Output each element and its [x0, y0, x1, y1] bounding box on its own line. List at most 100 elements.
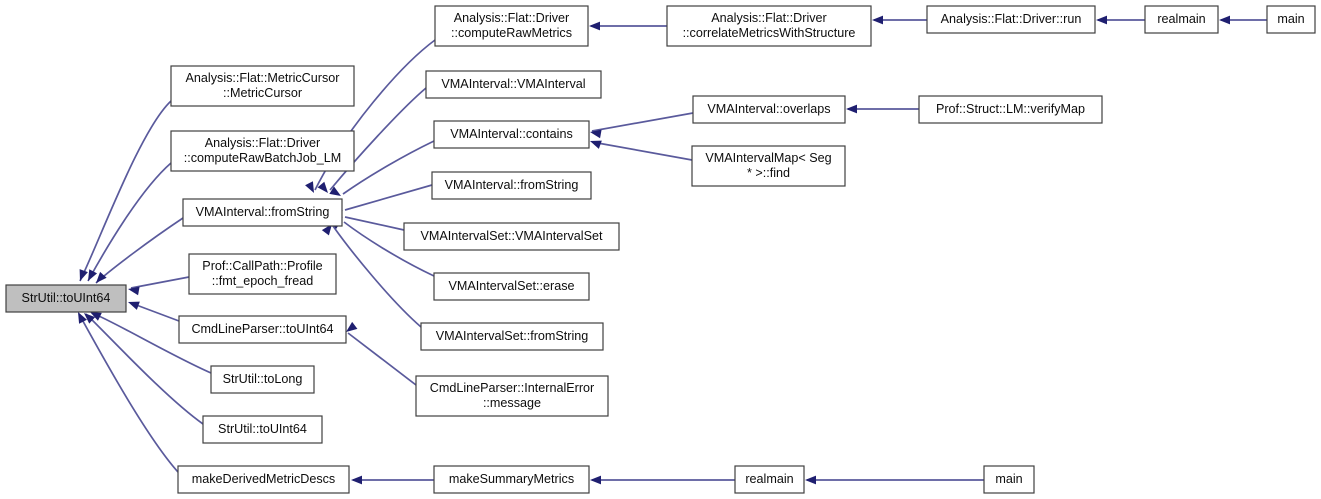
graph-edge [128, 276, 190, 296]
node-box-current[interactable] [5, 284, 127, 313]
node-box[interactable] [202, 415, 323, 444]
graph-node[interactable]: Analysis::Flat::Driver::computeRawMetric… [434, 5, 589, 47]
node-box[interactable] [177, 465, 350, 494]
edge-line [347, 332, 417, 386]
graph-edge [78, 312, 179, 473]
node-box[interactable] [983, 465, 1035, 494]
graph-node[interactable]: VMAInterval::fromString [431, 171, 592, 200]
node-box[interactable] [420, 322, 604, 351]
edge-line [78, 313, 179, 473]
graph-edge [872, 15, 927, 25]
node-box[interactable] [210, 365, 315, 394]
graph-node[interactable]: VMAIntervalSet::fromString [420, 322, 604, 351]
graph-node[interactable]: VMAIntervalSet::VMAIntervalSet [403, 222, 620, 251]
edge-line [332, 225, 422, 328]
node-label: VMAIntervalMap< Seg [705, 151, 831, 165]
node-label: StrUtil::toLong [223, 372, 303, 386]
edge-arrowhead [305, 181, 314, 193]
edge-arrowhead [96, 271, 107, 283]
node-box[interactable] [431, 171, 592, 200]
node-box[interactable] [433, 120, 590, 149]
graph-node[interactable]: VMAIntervalSet::erase [433, 272, 590, 301]
edge-line [591, 141, 693, 161]
node-label: main [1277, 12, 1304, 26]
node-label: Analysis::Flat::MetricCursor [186, 71, 340, 85]
node-box[interactable] [1144, 5, 1219, 34]
graph-node[interactable]: Prof::CallPath::Profile::fmt_epoch_fread [188, 253, 337, 295]
graph-node[interactable]: Analysis::Flat::Driver::run [926, 5, 1096, 34]
edge-arrowhead [590, 475, 601, 485]
node-box[interactable] [433, 465, 590, 494]
graph-edge [87, 162, 172, 282]
node-box[interactable] [434, 5, 589, 47]
graph-edge [590, 140, 693, 161]
graph-node[interactable]: CmdLineParser::InternalError::message [415, 375, 609, 417]
graph-edge [1219, 15, 1267, 25]
node-box[interactable] [403, 222, 620, 251]
node-label: makeDerivedMetricDescs [192, 472, 335, 486]
node-label: realmain [1157, 12, 1205, 26]
edge-line [95, 217, 184, 284]
graph-edge [321, 224, 422, 328]
node-box[interactable] [692, 95, 846, 124]
edge-line [344, 216, 405, 231]
graph-edge [128, 301, 180, 322]
node-box[interactable] [433, 272, 590, 301]
node-box[interactable] [188, 253, 337, 295]
graph-node[interactable]: VMAInterval::contains [433, 120, 590, 149]
graph-node[interactable]: main [983, 465, 1035, 494]
node-label: main [995, 472, 1022, 486]
node-label: Analysis::Flat::Driver [711, 11, 826, 25]
graph-node[interactable]: Analysis::Flat::Driver::computeRawBatchJ… [170, 130, 355, 172]
node-box[interactable] [734, 465, 805, 494]
node-box[interactable] [1266, 5, 1316, 34]
graph-edge [590, 475, 735, 485]
graph-node[interactable]: VMAInterval::VMAInterval [425, 70, 602, 99]
edge-arrowhead [1096, 15, 1107, 25]
edge-arrowhead [128, 286, 140, 296]
node-box[interactable] [926, 5, 1096, 34]
edge-line [130, 276, 190, 289]
node-box[interactable] [425, 70, 602, 99]
graph-node[interactable]: Analysis::Flat::MetricCursor::MetricCurs… [170, 65, 355, 107]
node-box[interactable] [170, 130, 355, 172]
graph-node[interactable]: makeDerivedMetricDescs [177, 465, 350, 494]
node-box[interactable] [666, 5, 872, 47]
graph-node[interactable]: realmain [1144, 5, 1219, 34]
edge-line [85, 313, 204, 425]
graph-node[interactable]: makeSummaryMetrics [433, 465, 590, 494]
edge-line [343, 221, 435, 277]
graph-node[interactable]: VMAInterval::fromString [182, 198, 343, 227]
node-box[interactable] [182, 198, 343, 227]
graph-node[interactable]: CmdLineParser::toUInt64 [178, 315, 347, 344]
graph-node[interactable]: StrUtil::toUInt64 [202, 415, 323, 444]
node-label: ::computeRawBatchJob_LM [184, 151, 342, 165]
node-box[interactable] [691, 145, 846, 187]
graph-node[interactable]: VMAInterval::overlaps [692, 95, 846, 124]
node-label: Analysis::Flat::Driver::run [941, 12, 1082, 26]
graph-node[interactable]: Analysis::Flat::Driver::correlateMetrics… [666, 5, 872, 47]
graph-node[interactable]: VMAIntervalMap< Seg* >::find [691, 145, 846, 187]
edge-arrowhead [805, 475, 816, 485]
node-box[interactable] [415, 375, 609, 417]
graph-node[interactable]: StrUtil::toLong [210, 365, 315, 394]
node-label: ::MetricCursor [223, 86, 302, 100]
node-label: VMAIntervalSet::erase [449, 279, 575, 293]
graph-node[interactable]: StrUtil::toUInt64 [5, 284, 127, 313]
node-label: VMAInterval::VMAInterval [441, 77, 585, 91]
node-box[interactable] [170, 65, 355, 107]
node-label: Analysis::Flat::Driver [454, 11, 569, 25]
graph-edge [346, 321, 417, 386]
edge-arrowhead [90, 312, 102, 321]
graph-edge [329, 140, 435, 196]
edge-arrowhead [321, 224, 332, 236]
node-box[interactable] [918, 95, 1103, 124]
graph-node[interactable]: main [1266, 5, 1316, 34]
graph-node[interactable]: realmain [734, 465, 805, 494]
graph-edge [317, 87, 427, 193]
node-box[interactable] [178, 315, 347, 344]
graph-edge [331, 184, 433, 213]
graph-node[interactable]: Prof::Struct::LM::verifyMap [918, 95, 1103, 124]
